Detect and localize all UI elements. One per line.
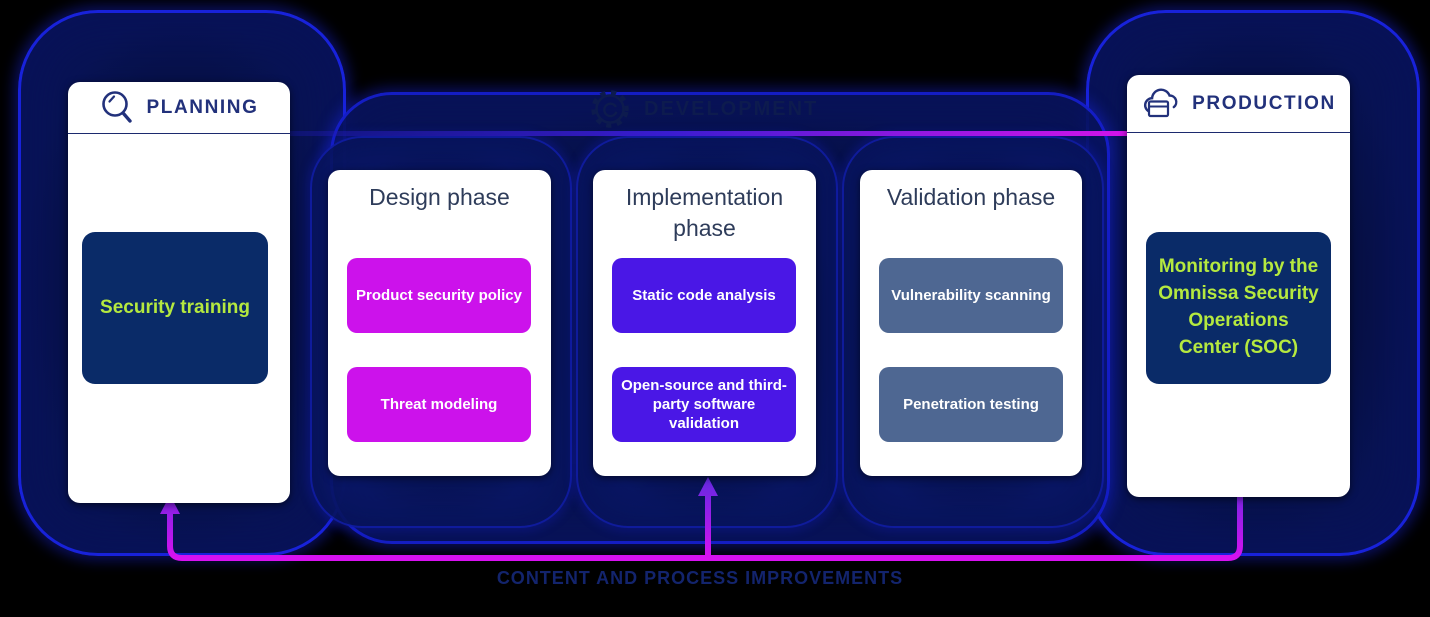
arrowhead-to-planning-icon (160, 495, 180, 514)
static-code-analysis-label: Static code analysis (632, 286, 776, 304)
threat-modeling-label: Threat modeling (380, 395, 498, 413)
implementation-phase-title: Implementation phase (625, 184, 784, 242)
planning-card-header: PLANNING (68, 82, 290, 134)
open-source-validation-label: Open-source and third-party software val… (621, 376, 787, 433)
planning-to-production-connector (290, 131, 1129, 136)
vulnerability-scanning-label: Vulnerability scanning (891, 286, 1051, 304)
arrowhead-to-implementation-icon (698, 477, 718, 496)
development-label: DEVELOPMENT (644, 97, 819, 120)
product-security-policy-label: Product security policy (356, 286, 522, 304)
soc-monitoring-box: Monitoring by the Omnissa Security Opera… (1146, 232, 1331, 384)
planning-card: PLANNING Security training (68, 82, 290, 503)
penetration-testing-box: Penetration testing (879, 367, 1063, 442)
feedback-loop-caption: CONTENT AND PROCESS IMPROVEMENTS (496, 568, 904, 588)
penetration-testing-label: Penetration testing (903, 395, 1039, 413)
threat-modeling-box: Threat modeling (347, 367, 531, 442)
validation-phase-title: Validation phase (886, 184, 1056, 210)
security-training-label: Security training (100, 296, 250, 318)
production-label: PRODUCTION (1192, 92, 1336, 114)
open-source-validation-box: Open-source and third-party software val… (612, 367, 796, 442)
static-code-analysis-box: Static code analysis (612, 258, 796, 333)
magnifier-icon (99, 88, 137, 128)
implementation-phase-card: Implementation phase Static code analysi… (593, 170, 816, 476)
soc-monitoring-label: Monitoring by the Omnissa Security Opera… (1158, 256, 1319, 358)
vulnerability-scanning-box: Vulnerability scanning (879, 258, 1063, 333)
validation-phase-card: Validation phase Vulnerability scanning … (860, 170, 1082, 476)
planning-label: PLANNING (146, 96, 259, 118)
cloud-icon (1141, 85, 1183, 123)
production-card-header: PRODUCTION (1127, 75, 1350, 133)
design-phase-title: Design phase (369, 184, 510, 210)
development-header: DEVELOPMENT (588, 86, 818, 132)
security-training-box: Security training (82, 232, 268, 384)
gear-icon (588, 87, 632, 131)
production-card: PRODUCTION Monitoring by the Omnissa Sec… (1127, 75, 1350, 497)
design-phase-card: Design phase Product security policy Thr… (328, 170, 551, 476)
product-security-policy-box: Product security policy (347, 258, 531, 333)
